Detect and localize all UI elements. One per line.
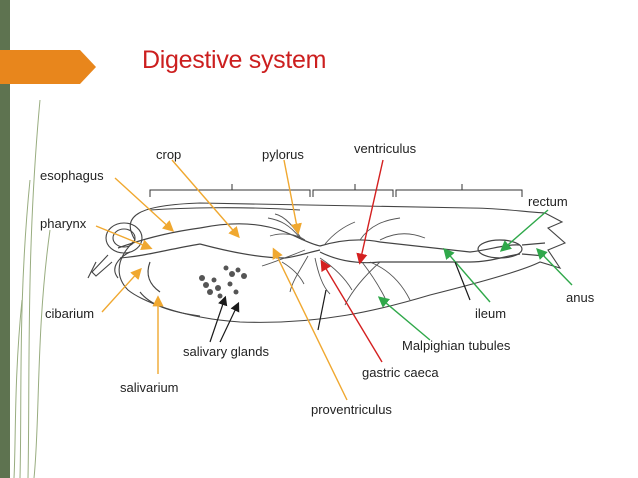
head — [87, 222, 143, 279]
label-esophagus: esophagus — [40, 168, 104, 183]
label-crop: crop — [156, 147, 182, 162]
title-arrow-tab — [0, 50, 96, 84]
label-salivarium: salivarium — [120, 380, 179, 395]
arrow-esophagus — [114, 177, 175, 232]
label-proventriculus: proventriculus — [311, 402, 392, 417]
arrow-malpighian — [377, 296, 431, 341]
label-anus: anus — [566, 290, 595, 305]
label-pharynx: pharynx — [40, 216, 87, 231]
arrow-cibarium — [101, 267, 142, 313]
label-malpighian-tubules: Malpighian tubules — [402, 338, 511, 353]
side-accent-band — [0, 0, 10, 478]
arrow-crop — [171, 159, 240, 239]
slide-title: Digestive system — [142, 46, 327, 74]
arrow-proventriculus — [272, 247, 348, 401]
decorative-stems — [13, 99, 51, 478]
label-ventriculus: ventriculus — [354, 141, 417, 156]
arrow-rectum — [499, 209, 549, 252]
salivary-gland-clusters — [199, 265, 247, 299]
label-rectum: rectum — [528, 194, 568, 209]
gut-tube — [117, 223, 546, 293]
arrow-ventriculus — [356, 159, 384, 265]
gastric-caeca-and-tubules — [261, 213, 426, 306]
arrow-ileum — [443, 247, 491, 303]
label-salivary-glands: salivary glands — [183, 344, 269, 359]
arrow-ileum-black — [454, 261, 471, 301]
arrow-pharynx — [95, 225, 153, 251]
arrow-salivary-glands-2 — [219, 301, 240, 343]
label-ileum: ileum — [475, 306, 507, 321]
arrow-gastric-caeca-black — [317, 289, 327, 331]
arrow-gastric-caeca — [320, 259, 383, 363]
section-brackets — [149, 184, 523, 197]
arrow-pylorus — [283, 159, 302, 235]
label-gastric-caeca: gastric caeca — [362, 365, 439, 380]
arrow-salivary-glands-1 — [209, 295, 228, 343]
arrow-anus — [536, 247, 573, 286]
label-cibarium: cibarium — [45, 306, 95, 321]
label-pylorus: pylorus — [262, 147, 304, 162]
